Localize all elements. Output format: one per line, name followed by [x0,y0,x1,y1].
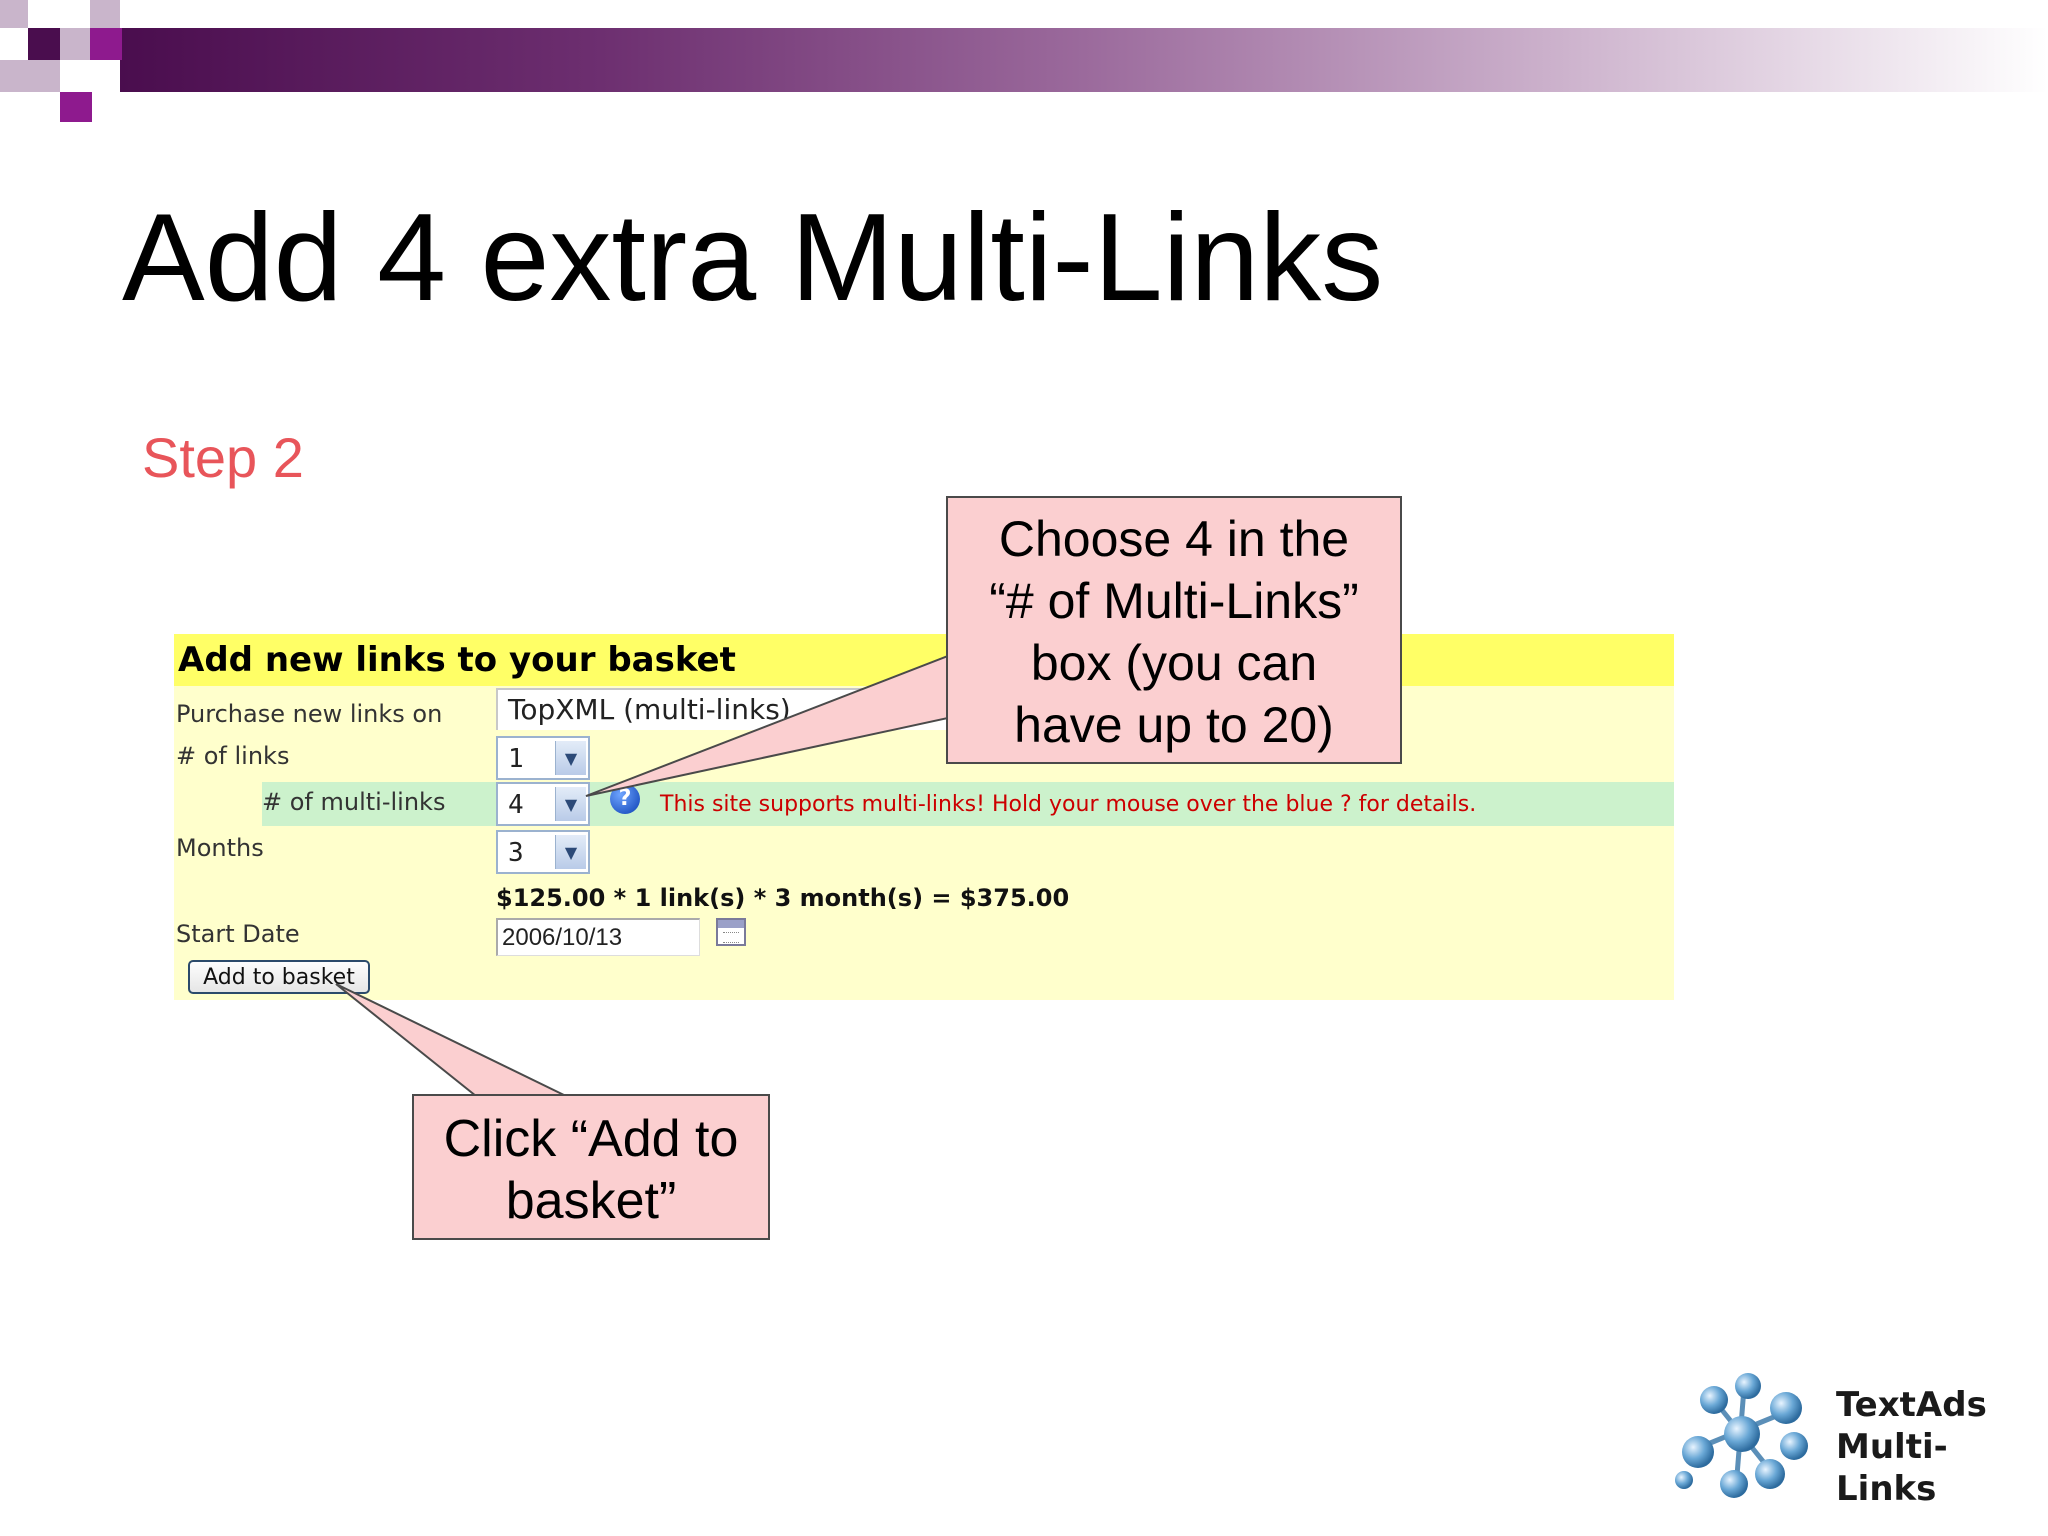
multi-links-note: This site supports multi-links! Hold you… [660,792,1477,817]
decor-square [90,28,122,60]
decor-square [60,60,92,92]
chevron-down-icon[interactable]: ▼ [555,741,586,775]
step-label: Step 2 [142,426,304,489]
multi-links-dropdown-value: 4 [508,790,524,820]
multi-links-dropdown[interactable]: 4 ▼ [496,782,590,826]
decor-square [28,92,60,122]
multi-links-label: # of multi-links [262,788,446,816]
textads-logo-icon [1675,1373,1808,1498]
logo-line: Multi-Links [1836,1427,1948,1509]
basket-callout-pointer [335,983,567,1097]
months-dropdown[interactable]: 3 ▼ [496,830,590,874]
callout-line: have up to 20) [1014,697,1334,753]
chevron-down-icon[interactable]: ▼ [555,787,586,821]
callout-line: box (you can [1030,635,1318,691]
start-date-input[interactable] [496,918,700,956]
decor-square [60,92,92,122]
months-dropdown-value: 3 [508,838,524,868]
chevron-down-icon[interactable]: ▼ [555,835,586,869]
price-summary: $125.00 * 1 link(s) * 3 month(s) = $375.… [496,884,1070,912]
slide-title: Add 4 extra Multi-Links [122,189,1384,327]
logo-line: TextAds [1836,1385,1987,1425]
purchase-label: Purchase new links on [176,700,443,728]
links-dropdown-value: 1 [508,744,524,774]
multi-links-callout: Choose 4 in the “# of Multi-Links” box (… [946,496,1402,764]
links-dropdown[interactable]: 1 ▼ [496,736,590,780]
callout-line: basket” [505,1172,677,1230]
callout-line: Click “Add to [443,1110,739,1168]
add-to-basket-callout: Click “Add to basket” [412,1094,770,1240]
callout-line: “# of Multi-Links” [989,573,1359,629]
links-label: # of links [176,742,290,770]
decor-square [90,0,120,30]
header-gradient-band [120,28,2048,92]
decor-square [0,0,28,28]
logo-text: TextAds Multi-Links [1836,1384,2048,1510]
months-label: Months [176,834,264,862]
decor-square [28,28,60,60]
callout-line: Choose 4 in the [998,511,1350,567]
add-to-basket-button[interactable]: Add to basket [188,960,370,994]
start-date-label: Start Date [176,920,300,948]
decor-square [60,28,90,60]
multi-links-callout-pointer [585,654,949,797]
decor-square [0,60,60,92]
calendar-icon[interactable] [716,918,746,946]
